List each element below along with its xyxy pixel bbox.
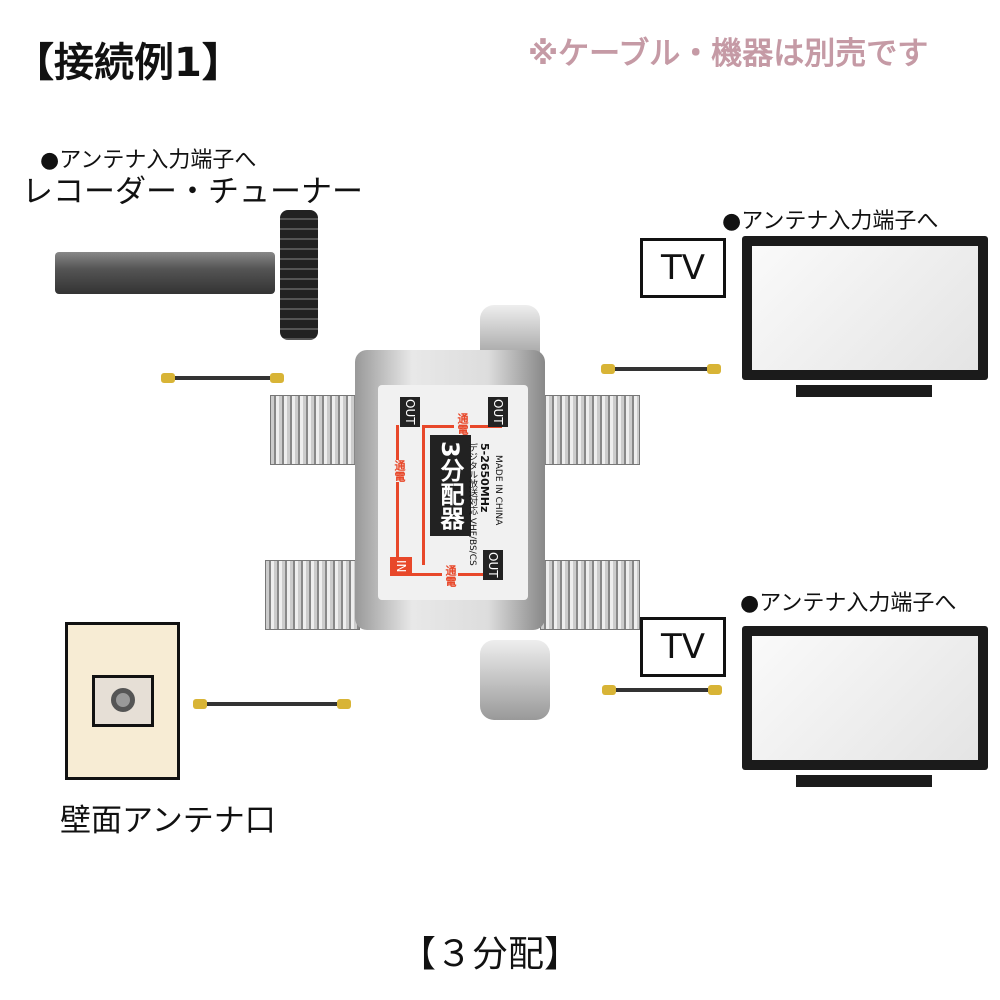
recorder-label: レコーダー・チューナー	[22, 174, 363, 210]
splitter-label-panel: OUT OUT OUT IN 通電 通電 通電 3分配器 デジタル放送対応 VH…	[378, 385, 528, 600]
out-tag-1: OUT	[400, 397, 420, 427]
recorder-input-label: ●アンテナ入力端子へ	[40, 148, 257, 173]
splitter-spec: デジタル放送対応 VHF/BS/CS	[467, 443, 477, 566]
port-out-left	[270, 395, 360, 465]
cable-tv-top	[601, 364, 721, 374]
port-out-right	[540, 395, 640, 465]
tv-bottom-label: TV	[640, 617, 726, 677]
cable-wall	[193, 699, 351, 709]
port-out-bottom	[540, 560, 640, 630]
out-tag-2: OUT	[488, 397, 508, 427]
cable-recorder	[161, 373, 284, 383]
remote-control	[280, 210, 318, 340]
wall-outlet	[65, 622, 180, 780]
tv-bottom-stand	[796, 775, 932, 787]
tv-bottom-input-label: ●アンテナ入力端子へ	[740, 591, 957, 616]
pass-label-1: 通電	[454, 413, 470, 435]
pass-label-3: 通電	[442, 565, 458, 587]
page-title: 【接続例1】	[14, 40, 242, 86]
splitter-frequency: 5-2650MHz	[478, 443, 491, 513]
wall-outlet-label: 壁面アンテナ口	[60, 803, 276, 839]
pass-label-2: 通電	[391, 460, 407, 482]
tv-bottom	[742, 626, 988, 770]
out-tag-3: OUT	[483, 550, 503, 580]
splitter-origin: MADE IN CHINA	[493, 455, 503, 526]
recorder-device	[55, 252, 275, 294]
splitter-name: 3分配器	[430, 435, 471, 536]
tv-top-stand	[796, 385, 932, 397]
tv-top-input-label: ●アンテナ入力端子へ	[722, 209, 939, 234]
in-tag: IN	[390, 557, 412, 576]
port-in	[265, 560, 360, 630]
tv-top	[742, 236, 988, 380]
cable-tv-bottom	[602, 685, 722, 695]
tv-top-label: TV	[640, 238, 726, 298]
caption: 【３分配】	[400, 934, 581, 975]
splitter-mount-bottom	[480, 640, 550, 720]
sold-separately-note: ※ケーブル・機器は別売です	[528, 36, 929, 72]
